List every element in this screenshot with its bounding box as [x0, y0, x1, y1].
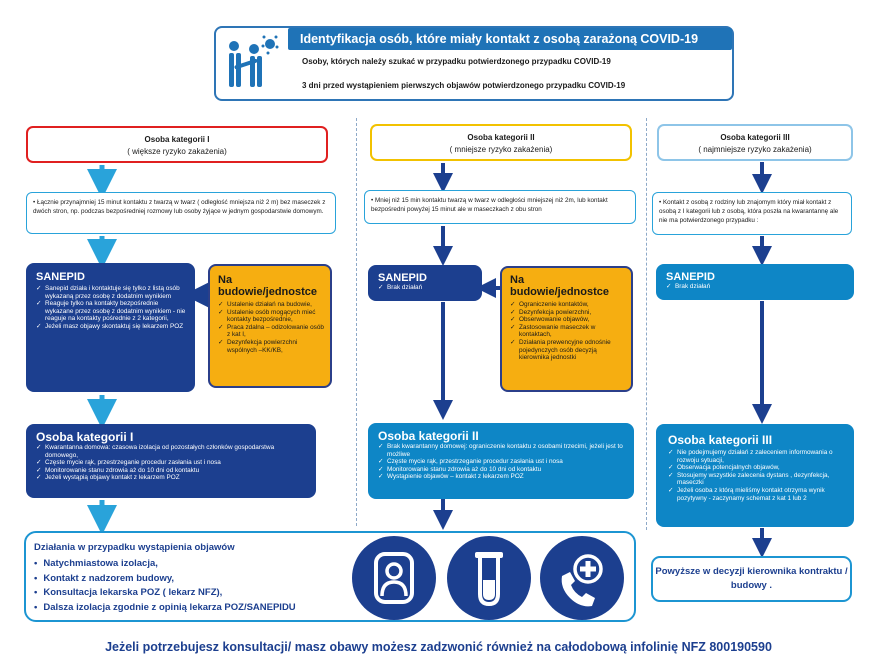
cat3-info-text: Kontakt z osobą z rodziny lub znajomym k… [659, 199, 839, 224]
cat3-sanepid-box: SANEPID Brak działań [656, 264, 854, 300]
cat2-result-title: Osoba kategorii II [378, 429, 479, 443]
cat2-site-list: Ograniczenie kontaktów, Dezynfekcja powi… [510, 301, 625, 362]
list-item: Ustalenie osób mogących mieć kontakty be… [218, 309, 324, 324]
symptoms-actions-list: Natychmiastowa izolacja, Kontakt z nadzo… [34, 557, 296, 616]
cat3-decision-box: Powyższe w decyzji kierownika kontraktu … [651, 556, 852, 602]
cat3-sanepid-title: SANEPID [666, 271, 715, 283]
list-item: Dezynfekcja powierzchni, [510, 309, 625, 317]
medical-phone-icon [540, 536, 624, 620]
list-item: Konsultacja lekarska POZ ( lekarz NFZ), [34, 586, 296, 601]
symptoms-actions-title: Działania w przypadku wystąpienia objawó… [34, 542, 235, 553]
test-tube-icon [447, 536, 531, 620]
list-item: Stosujemy wszystkie zalecenia dystans , … [668, 472, 846, 487]
list-item: Monitorowanie stanu zdrowia aż do 10 dni… [36, 467, 308, 475]
cat2-result-box: Osoba kategorii II Brak kwarantanny domo… [368, 423, 634, 499]
cat1-result-title: Osoba kategorii I [36, 430, 134, 444]
list-item: Obserwacja potencjalnych objawów, [668, 464, 846, 472]
list-item: Brak działań [666, 283, 846, 291]
cat2-sanepid-list: Brak działań [378, 284, 474, 292]
list-item: Dezynfekcja powierzchni wspólnych –KK/KB… [218, 339, 324, 354]
cat1-contact-definition: • Łącznie przynajmniej 15 minut kontaktu… [26, 192, 336, 234]
list-item: Monitorowanie stanu zdrowia aż do 10 dni… [378, 466, 626, 474]
bullet-icon: • [33, 199, 37, 206]
list-item: Brak działań [378, 284, 474, 292]
list-item: Wystąpienie objawów – kontakt z lekarzem… [378, 473, 626, 481]
list-item: Natychmiastowa izolacja, [34, 557, 296, 572]
list-item: Ograniczenie kontaktów, [510, 301, 625, 309]
list-item: Reaguje tylko na kontakty bezpośrednie w… [36, 300, 187, 323]
bullet-icon: • [371, 197, 375, 204]
list-item: Kontakt z nadzorem budowy, [34, 572, 296, 587]
hotline-footer: Jeżeli potrzebujesz konsultacji/ masz ob… [105, 640, 772, 654]
cat1-site-list: Ustalenie działań na budowie, Ustalenie … [218, 301, 324, 354]
list-item: Jeżeli masz objawy skontaktuj się lekarz… [36, 323, 187, 331]
cat2-info-text: Mniej niż 15 min kontaktu twarzą w twarz… [371, 197, 608, 213]
header-subtitle-1: Osoby, których należy szukać w przypadku… [302, 57, 611, 66]
cat1-sanepid-list: Sanepid działa i kontaktuje się tylko z … [36, 285, 187, 331]
cat1-info-text: Łącznie przynajmniej 15 minut kontaktu z… [33, 199, 326, 215]
cat1-header-subtitle: ( większe ryzyko zakażenia) [127, 147, 227, 156]
list-item: Zastosowanie maseczek w kontaktach, [510, 324, 625, 339]
list-item: Nie podejmujemy działań z zaleceniem inf… [668, 449, 846, 464]
cat2-header-subtitle: ( mniejsze ryzyko zakażenia) [449, 145, 553, 154]
person-icon [352, 536, 436, 620]
cat1-result-box: Osoba kategorii I Kwarantanna domowa: cz… [26, 424, 316, 498]
cat3-contact-definition: • Kontakt z osobą z rodziny lub znajomym… [652, 192, 852, 235]
header-subtitle-2: 3 dni przed wystąpieniem pierwszych obja… [302, 81, 626, 90]
people-contact-icon [229, 35, 279, 87]
cat3-result-list: Nie podejmujemy działań z zaleceniem inf… [668, 449, 846, 502]
column-separator [356, 118, 357, 526]
cat2-site-box: Na budowie/jednostce Ograniczenie kontak… [500, 266, 633, 392]
cat2-header: Osoba kategorii II ( mniejsze ryzyko zak… [370, 124, 632, 161]
list-item: Dalsza izolacja zgodnie z opinią lekarza… [34, 601, 295, 616]
cat1-sanepid-title: SANEPID [36, 271, 85, 283]
cat3-result-box: Osoba kategorii III Nie podejmujemy dzia… [656, 424, 854, 527]
list-item: Obserwowanie objawów, [510, 316, 625, 324]
cat1-sanepid-box: SANEPID Sanepid działa i kontaktuje się … [26, 263, 195, 392]
list-item: Jeżeli osoba z którą mieliśmy kontakt ot… [668, 487, 846, 502]
cat3-header-subtitle: ( najmniejsze ryzyko zakażenia) [698, 145, 812, 154]
list-item: Praca zdalna – odizolowanie osób z kat I… [218, 324, 324, 339]
cat1-header: Osoba kategorii I ( większe ryzyko zakaż… [26, 126, 328, 163]
list-item: Sanepid działa i kontaktuje się tylko z … [36, 285, 187, 300]
cat2-sanepid-box: SANEPID Brak działań [368, 265, 482, 301]
cat1-result-list: Kwarantanna domowa: czasowa izolacja od … [36, 444, 308, 482]
bullet-icon: • [659, 199, 663, 206]
cat2-contact-definition: • Mniej niż 15 min kontaktu twarzą w twa… [364, 190, 636, 224]
list-item: Działania prewencyjne odnośnie pojedyncz… [510, 339, 625, 362]
cat3-result-title: Osoba kategorii III [668, 433, 773, 447]
cat2-site-title: Na budowie/jednostce [510, 274, 610, 298]
list-item: Kwarantanna domowa: czasowa izolacja od … [36, 444, 308, 459]
cat3-sanepid-list: Brak działań [666, 283, 846, 291]
cat2-sanepid-title: SANEPID [378, 272, 427, 284]
cat1-site-title: Na budowie/jednostce [218, 274, 318, 298]
cat3-header: Osoba kategorii III ( najmniejsze ryzyko… [657, 124, 853, 161]
column-separator [646, 118, 647, 530]
list-item: Ustalenie działań na budowie, [218, 301, 324, 309]
cat2-result-list: Brak kwarantanny domowej: ograniczenie k… [378, 443, 626, 481]
list-item: Brak kwarantanny domowej: ograniczenie k… [378, 443, 626, 458]
cat1-site-box: Na budowie/jednostce Ustalenie działań n… [208, 264, 332, 388]
list-item: Częste mycie rąk, przestrzeganie procedu… [36, 459, 308, 467]
cat3-header-title: Osoba kategorii III [720, 133, 790, 142]
list-item: Jeżeli wystąpią objawy kontakt z lekarze… [36, 474, 308, 482]
cat1-header-title: Osoba kategorii I [144, 135, 210, 144]
header-title: Identyfikacja osób, które miały kontakt … [288, 28, 732, 50]
cat2-header-title: Osoba kategorii II [467, 133, 535, 142]
list-item: Częste mycie rąk, przestrzeganie procedu… [378, 458, 626, 466]
